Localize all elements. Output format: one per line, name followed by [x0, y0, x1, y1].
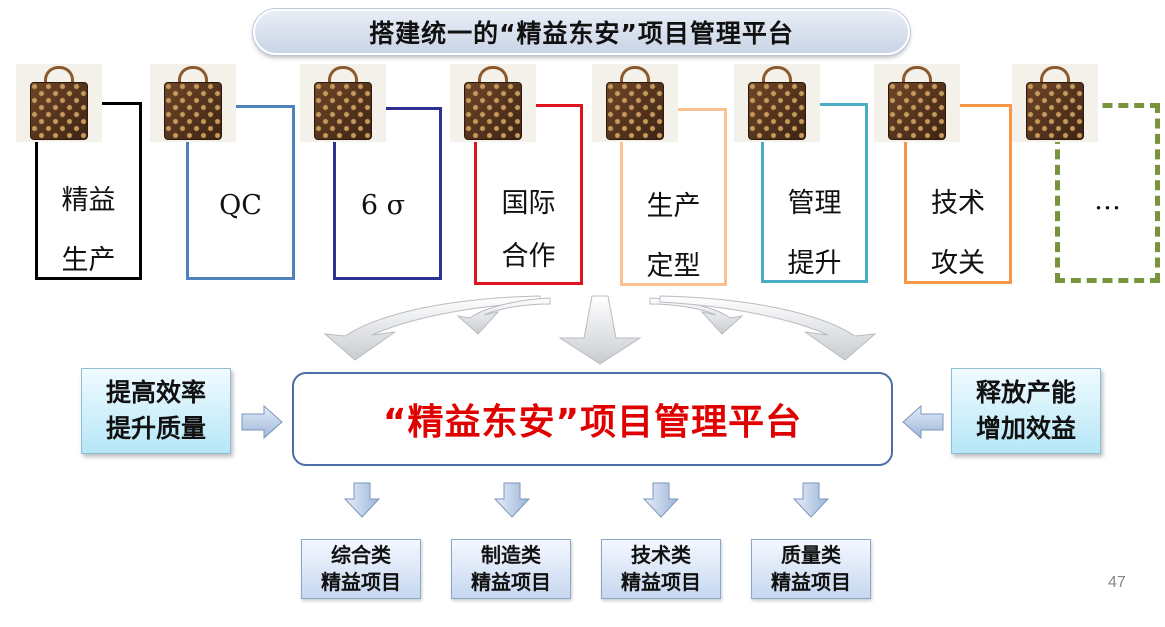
method-label-mgmt-1: 管理	[787, 188, 842, 219]
method-box-six-sigma	[333, 107, 442, 280]
method-label-six-sigma: 6 σ	[360, 190, 406, 221]
category-box-quality: 质量类 精益项目	[751, 539, 871, 599]
method-label-lean-1: 精益	[61, 185, 116, 216]
down-arrow-icon	[642, 482, 680, 518]
category-line2: 精益项目	[771, 570, 851, 594]
left-arrow-icon	[902, 404, 944, 440]
category-box-manufacturing: 制造类 精益项目	[451, 539, 571, 599]
category-line1: 制造类	[481, 543, 541, 567]
category-line1: 技术类	[631, 543, 691, 567]
method-label-mgmt-2: 提升	[787, 248, 842, 279]
method-label-qc: QC	[219, 190, 262, 221]
page-number: 47	[1108, 574, 1126, 591]
method-label-intl-1: 国际	[501, 188, 556, 219]
category-line2: 精益项目	[471, 570, 551, 594]
down-arrow-icon	[343, 482, 381, 518]
category-line1: 质量类	[781, 543, 841, 567]
left-goal-line2: 提升质量	[105, 414, 206, 443]
method-label-tech-2: 攻关	[931, 248, 985, 279]
platform-box: “精益东安”项目管理平台	[292, 372, 893, 466]
method-box-qc	[186, 105, 295, 280]
bag-image	[450, 64, 536, 142]
method-label-intl-2: 合作	[501, 241, 556, 272]
method-label-tech-1: 技术	[931, 188, 985, 219]
category-line2: 精益项目	[621, 570, 701, 594]
category-box-technical: 技术类 精益项目	[601, 539, 721, 599]
bag-image	[592, 64, 678, 142]
down-arrow-icon	[493, 482, 531, 518]
right-goal-line2: 增加效益	[975, 414, 1076, 443]
left-goal-line1: 提高效率	[105, 378, 206, 407]
platform-title: “精益东安”项目管理平台	[382, 402, 803, 443]
method-label-prod-2: 定型	[646, 251, 701, 282]
bag-image	[150, 64, 236, 142]
category-line1: 综合类	[331, 543, 391, 567]
slide-title: 搭建统一的“精益东安”项目管理平台	[253, 9, 910, 55]
bag-image	[874, 64, 960, 142]
right-arrow-icon	[241, 404, 283, 440]
method-label-lean-2: 生产	[61, 245, 116, 276]
category-line2: 精益项目	[321, 570, 401, 594]
method-label-prod-1: 生产	[646, 191, 701, 222]
category-box-comprehensive: 综合类 精益项目	[301, 539, 421, 599]
method-label-more: …	[1094, 185, 1121, 216]
left-goal-box: 提高效率 提升质量	[81, 368, 231, 454]
bag-image	[16, 64, 102, 142]
bag-image	[1012, 64, 1098, 142]
bag-image	[734, 64, 820, 142]
bag-image	[300, 64, 386, 142]
right-goal-line1: 释放产能	[975, 378, 1076, 407]
converging-arrows	[323, 295, 877, 365]
method-box-more	[1055, 103, 1160, 283]
down-arrow-icon	[792, 482, 830, 518]
right-goal-box: 释放产能 增加效益	[951, 368, 1101, 454]
